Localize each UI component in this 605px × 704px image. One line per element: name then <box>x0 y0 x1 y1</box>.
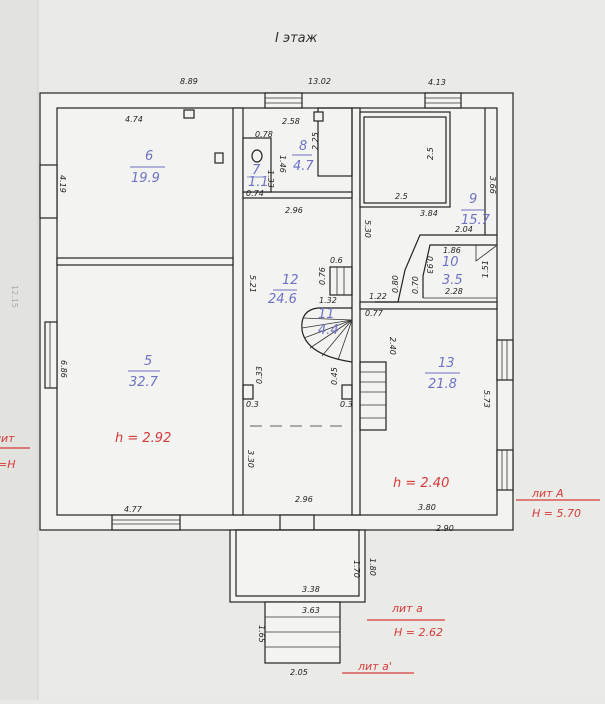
room-5-number: 5 <box>144 354 152 369</box>
dimension-label: 12.15 <box>10 285 19 308</box>
lit-a-label: лит А <box>531 487 564 500</box>
dimension-label: 0.74 <box>246 189 264 198</box>
dimension-label: 1.46 <box>278 155 287 173</box>
dimension-label: 1.33 <box>266 170 275 188</box>
room-11-area: 4.4 <box>318 323 339 338</box>
dimension-label: 5.21 <box>248 275 257 293</box>
paper-fold-strip <box>0 0 38 700</box>
dimension-label: 1.70 <box>352 560 361 578</box>
room-8-area: 4.7 <box>293 159 314 174</box>
room-11-number: 11 <box>318 307 335 322</box>
porch <box>229 529 366 664</box>
dimension-label: 5.73 <box>482 390 491 408</box>
dimension-label: 0.6 <box>330 256 343 265</box>
room-6-area: 19.9 <box>131 171 160 186</box>
dimension-label: 2.5 <box>395 192 408 201</box>
lit-a-height: H = 5.70 <box>532 507 581 520</box>
dimension-label: 2.28 <box>445 287 463 296</box>
dimension-label: 0.93 <box>425 256 434 274</box>
windows <box>39 92 514 531</box>
room-9-area: 15.7 <box>461 213 491 228</box>
red-annotations: h = 2.92 h = 2.40 лит А H = 5.70 лит а H… <box>0 431 600 674</box>
dimension-label: 2.5 <box>426 147 435 160</box>
room-7-area: 1.1 <box>248 175 269 190</box>
room-10-number: 10 <box>442 255 459 270</box>
room-8-number: 8 <box>299 139 307 154</box>
dimension-label: 3.63 <box>302 606 320 615</box>
dimension-label: 1.65 <box>257 625 266 643</box>
dimension-label: 2.96 <box>285 206 303 215</box>
room-7-number: 7 <box>252 163 261 178</box>
dim-overall-left: 8.89 <box>180 77 198 86</box>
lit-a-porch-height: H = 2.62 <box>394 626 443 639</box>
dimension-label: 1.51 <box>481 260 490 278</box>
room-12-area: 24.6 <box>268 292 297 307</box>
dimension-label: 4.77 <box>124 505 143 514</box>
interior-walls <box>56 107 498 516</box>
dimension-label: 2.58 <box>282 117 300 126</box>
dimension-label: 0.3 <box>246 400 259 409</box>
vent-icon <box>183 109 195 119</box>
dimension-label: 4.74 <box>125 115 143 124</box>
dimension-label: 0.45 <box>330 367 339 385</box>
room-labels: 6 19.9 7 1.1 8 4.7 9 15.7 10 3.5 11 4.4 … <box>128 139 491 392</box>
room-9-number: 9 <box>469 192 477 207</box>
room-10-area: 3.5 <box>442 273 463 288</box>
spiral-staircase <box>301 266 353 363</box>
dimension-label: 0.3 <box>340 400 353 409</box>
fixtures <box>183 109 324 164</box>
dimension-label: 3.80 <box>418 503 436 512</box>
dimension-label: 0.70 <box>411 276 420 294</box>
lit-a-porch-label: лит а <box>391 602 423 615</box>
dimension-label: 0.76 <box>318 267 327 285</box>
room-13-number: 13 <box>438 356 455 371</box>
dim-overall-right: 4.13 <box>428 78 446 87</box>
dimension-label: 5.30 <box>363 220 372 238</box>
dimension-label: 2.05 <box>290 668 308 677</box>
dimension-label: 1.22 <box>369 292 387 301</box>
margin-height: =Н <box>0 458 16 471</box>
dimension-label: 0.80 <box>391 275 400 293</box>
ceiling-height-left: h = 2.92 <box>115 431 171 446</box>
dimension-label: 3.30 <box>246 450 255 468</box>
ceiling-height-right: h = 2.40 <box>393 476 449 491</box>
room-12-number: 12 <box>282 273 299 288</box>
dimension-label: 2.04 <box>455 225 473 234</box>
dimension-label: 0.33 <box>255 366 264 384</box>
room-6-number: 6 <box>145 149 153 164</box>
dimension-label: 2.40 <box>388 337 397 355</box>
toilet-icon <box>251 149 263 163</box>
margin-lit-label: лит <box>0 432 15 445</box>
dimension-label: 2.96 <box>295 495 313 504</box>
dimension-label: 3.84 <box>420 209 438 218</box>
dimension-label: 3.38 <box>302 585 320 594</box>
lit-a-prime-label: лит а' <box>357 660 392 673</box>
straight-staircase <box>242 361 387 431</box>
dimension-labels: 4.74 4.19 6.86 4.77 0.78 2.58 2.25 1.46 … <box>10 115 497 677</box>
room-13-area: 21.8 <box>428 377 457 392</box>
dimension-label: 2.90 <box>436 524 454 533</box>
dim-overall-center: 13.02 <box>308 77 331 86</box>
dimension-label: 1.86 <box>443 246 461 255</box>
dimension-label: 4.19 <box>58 175 67 193</box>
dimension-label: 2.25 <box>311 132 320 150</box>
dimension-label: 0.77 <box>365 309 384 318</box>
dimension-label: 6.86 <box>59 360 68 378</box>
dimension-label: 3.66 <box>488 176 497 194</box>
dimension-label: 1.80 <box>368 558 377 576</box>
floor-title: I этаж <box>275 31 318 46</box>
room-5-area: 32.7 <box>129 375 159 390</box>
dimension-label: 0.78 <box>255 130 273 139</box>
dimension-label: 1.32 <box>319 296 337 305</box>
stove-icon <box>214 152 224 164</box>
vent-icon <box>313 111 324 122</box>
